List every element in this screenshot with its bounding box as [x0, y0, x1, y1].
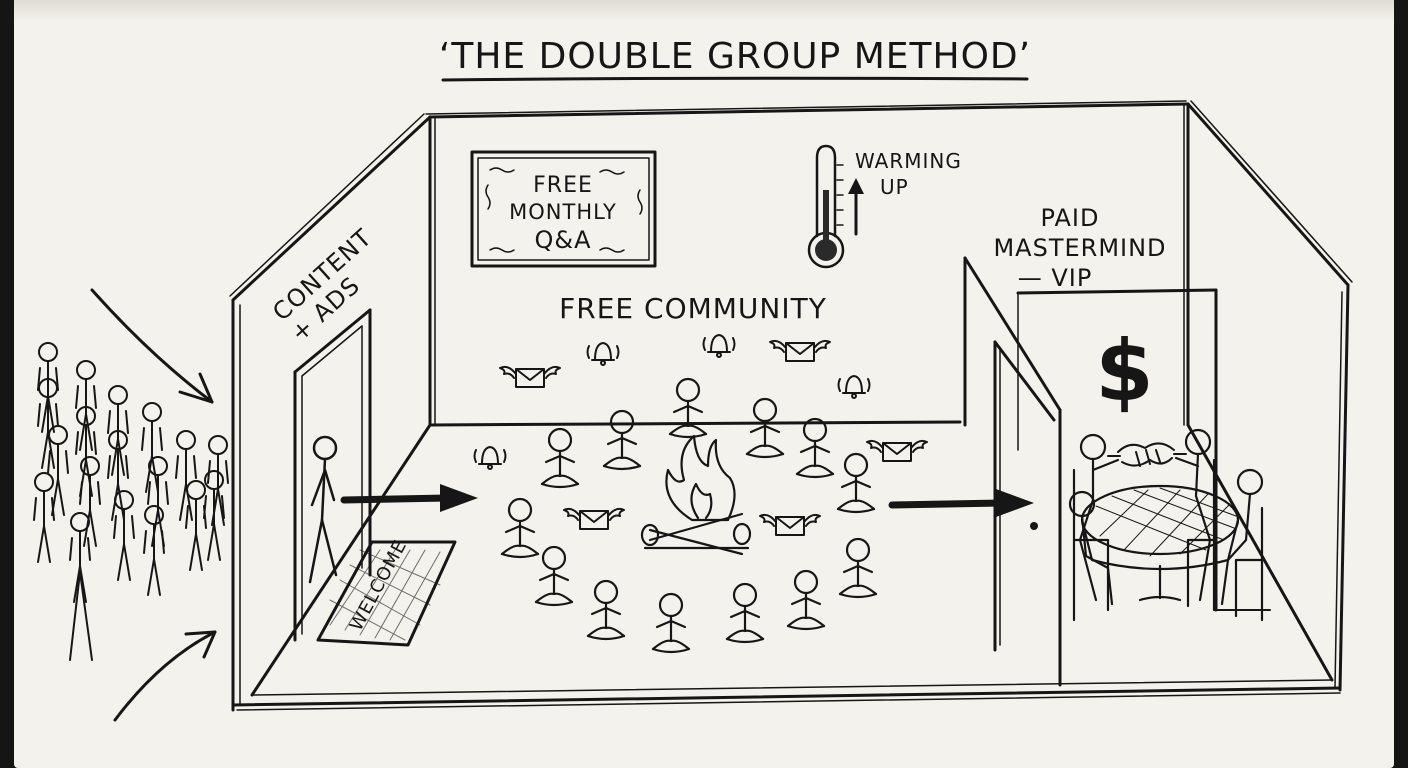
arrow-icon	[848, 178, 864, 234]
winged-envelope-icon	[867, 441, 927, 461]
title-underline	[443, 78, 1027, 80]
qa-sign-line3: Q&A	[534, 226, 591, 254]
bell-icon	[588, 343, 619, 365]
thermometer-label-line1: WARMING	[855, 149, 962, 173]
campfire-icon	[642, 436, 750, 554]
vip-members	[1070, 430, 1262, 620]
dollar-sign-icon: $	[1095, 322, 1154, 420]
winged-envelope-icon	[500, 367, 560, 387]
arrow-icon	[92, 290, 212, 402]
thermometer-icon	[809, 146, 843, 267]
bell-icon	[704, 335, 735, 357]
room-walls	[230, 101, 1352, 710]
paid-room-label-line3: — VIP	[1018, 264, 1093, 292]
free-community-label: FREE COMMUNITY	[559, 292, 827, 325]
qa-sign: FREE MONTHLY Q&A	[472, 152, 655, 266]
paid-room-label-line1: PAID	[1041, 204, 1100, 232]
welcome-mat: WELCOME	[318, 536, 455, 645]
thermometer-label-line2: UP	[880, 175, 909, 199]
bell-icon	[475, 447, 506, 469]
arrow-icon	[892, 489, 1034, 517]
arrow-icon	[344, 484, 478, 512]
page-title: ‘THE DOUBLE GROUP METHOD’	[439, 36, 1031, 77]
qa-sign-line1: FREE	[533, 173, 593, 198]
winged-envelope-icon	[564, 509, 624, 529]
paid-room-label-line2: MASTERMIND	[993, 234, 1166, 262]
winged-envelope-icon	[770, 341, 830, 361]
qa-sign-line2: MONTHLY	[509, 200, 617, 224]
handshake-icon	[1108, 443, 1186, 466]
bell-icon	[839, 376, 870, 398]
winged-envelope-icon	[760, 515, 820, 535]
door-knob	[1030, 522, 1038, 530]
person-entering	[310, 437, 336, 582]
arrow-icon	[115, 632, 215, 720]
